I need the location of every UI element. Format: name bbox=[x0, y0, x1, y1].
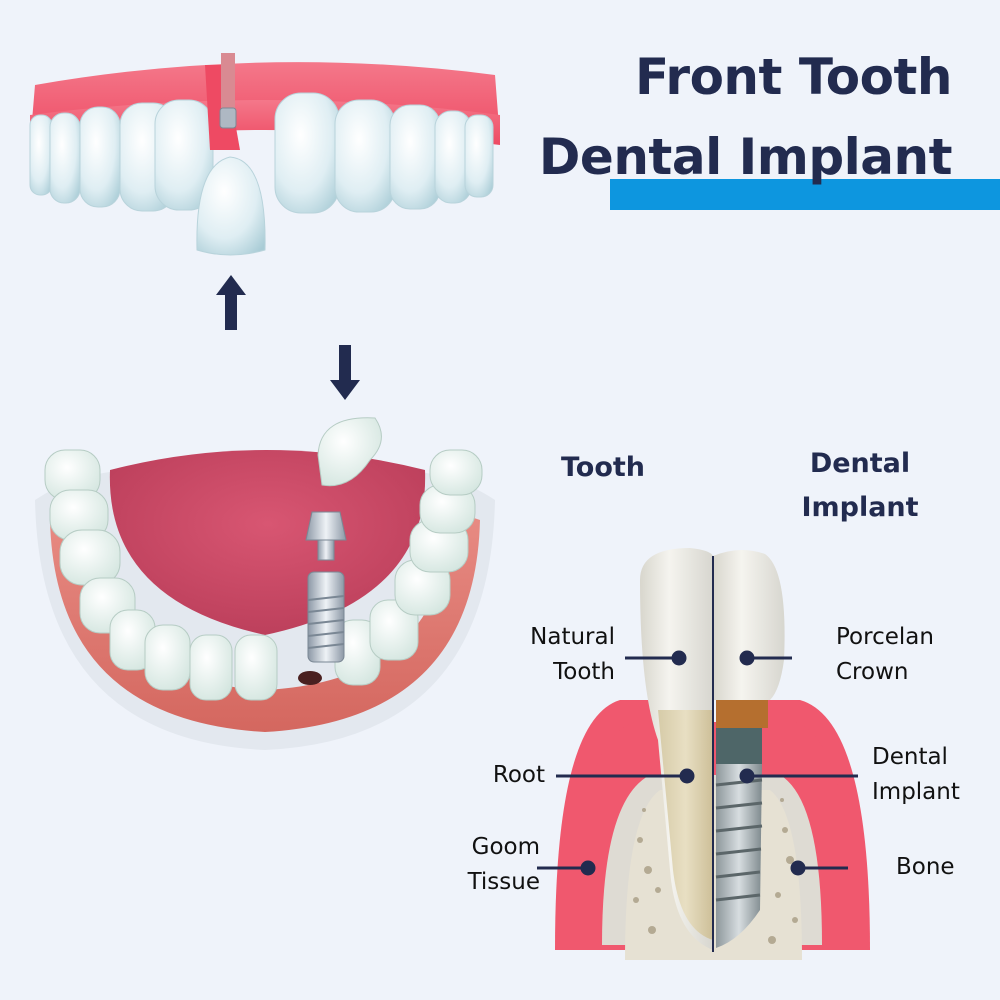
tooth-heading: Tooth bbox=[560, 452, 646, 483]
upper-jaw-illustration bbox=[29, 53, 500, 256]
label-natural-tooth: Natural Tooth bbox=[530, 624, 615, 685]
label-gum-tissue: Goom Tissue bbox=[467, 834, 540, 895]
arrow-up-icon bbox=[216, 275, 246, 330]
label-dental-implant: Dental Implant bbox=[872, 744, 960, 805]
arrow-down-icon bbox=[330, 345, 360, 400]
tooth-vs-implant-cross-section bbox=[555, 548, 870, 960]
label-bone: Bone bbox=[896, 854, 955, 880]
title-line-1: Front Tooth bbox=[634, 48, 953, 106]
label-root: Root bbox=[492, 762, 545, 788]
label-porcelain-crown: Porcelan Crown bbox=[836, 624, 934, 685]
implant-heading-line-1: Dental bbox=[809, 448, 911, 479]
implant-heading-line-2: Implant bbox=[801, 492, 919, 523]
title-accent-bar bbox=[610, 179, 1000, 210]
lower-jaw-illustration bbox=[35, 417, 495, 750]
title-line-2: Dental Implant bbox=[538, 128, 953, 186]
